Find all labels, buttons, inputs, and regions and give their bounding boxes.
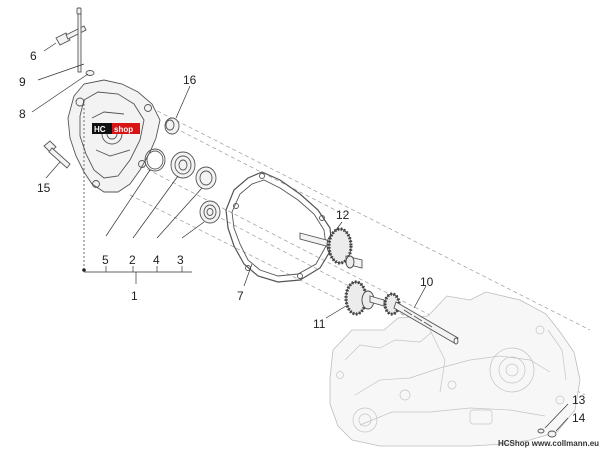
crankcase-background [329, 291, 581, 447]
circlip-part-5 [105, 148, 166, 237]
transmission-cover [67, 79, 161, 272]
pin-part-9 [31, 7, 95, 113]
gear-shaft-part-12 [299, 221, 363, 269]
callout-9: 9 [19, 75, 26, 89]
callout-1: 1 [131, 289, 138, 303]
callout-16: 16 [183, 73, 197, 87]
callout-13: 13 [572, 393, 586, 407]
callout-2: 2 [129, 253, 136, 267]
callout-14: 14 [572, 411, 586, 425]
bolt-part-15 [43, 140, 71, 179]
shop-badge: HC shop [92, 123, 140, 134]
callout-15: 15 [37, 181, 51, 195]
callout-3: 3 [177, 253, 184, 267]
callout-11: 11 [313, 317, 326, 331]
badge-prefix: HC [94, 125, 106, 134]
callout-12: 12 [336, 208, 350, 222]
bearing-part-2 [132, 151, 196, 239]
callout-8: 8 [19, 107, 26, 121]
callout-5: 5 [102, 253, 109, 267]
callout-4: 4 [153, 253, 160, 267]
shaft-part-10 [383, 285, 459, 345]
callout-labels: 1 2 3 4 5 6 7 8 9 10 11 12 13 14 15 16 [19, 49, 586, 425]
seal-part-4 [156, 166, 217, 239]
callout-10: 10 [420, 275, 434, 289]
cap-part-16 [164, 85, 191, 135]
assembly-bracket-1 [84, 266, 192, 284]
bearing-part-3 [181, 200, 221, 239]
fasteners-part-13-14 [537, 403, 569, 438]
badge-suffix: shop [114, 125, 133, 134]
callout-6: 6 [30, 49, 37, 63]
watermark: HCShop www.collmann.eu [498, 439, 599, 448]
gear-part-11 [325, 280, 385, 319]
callout-7: 7 [237, 289, 244, 303]
